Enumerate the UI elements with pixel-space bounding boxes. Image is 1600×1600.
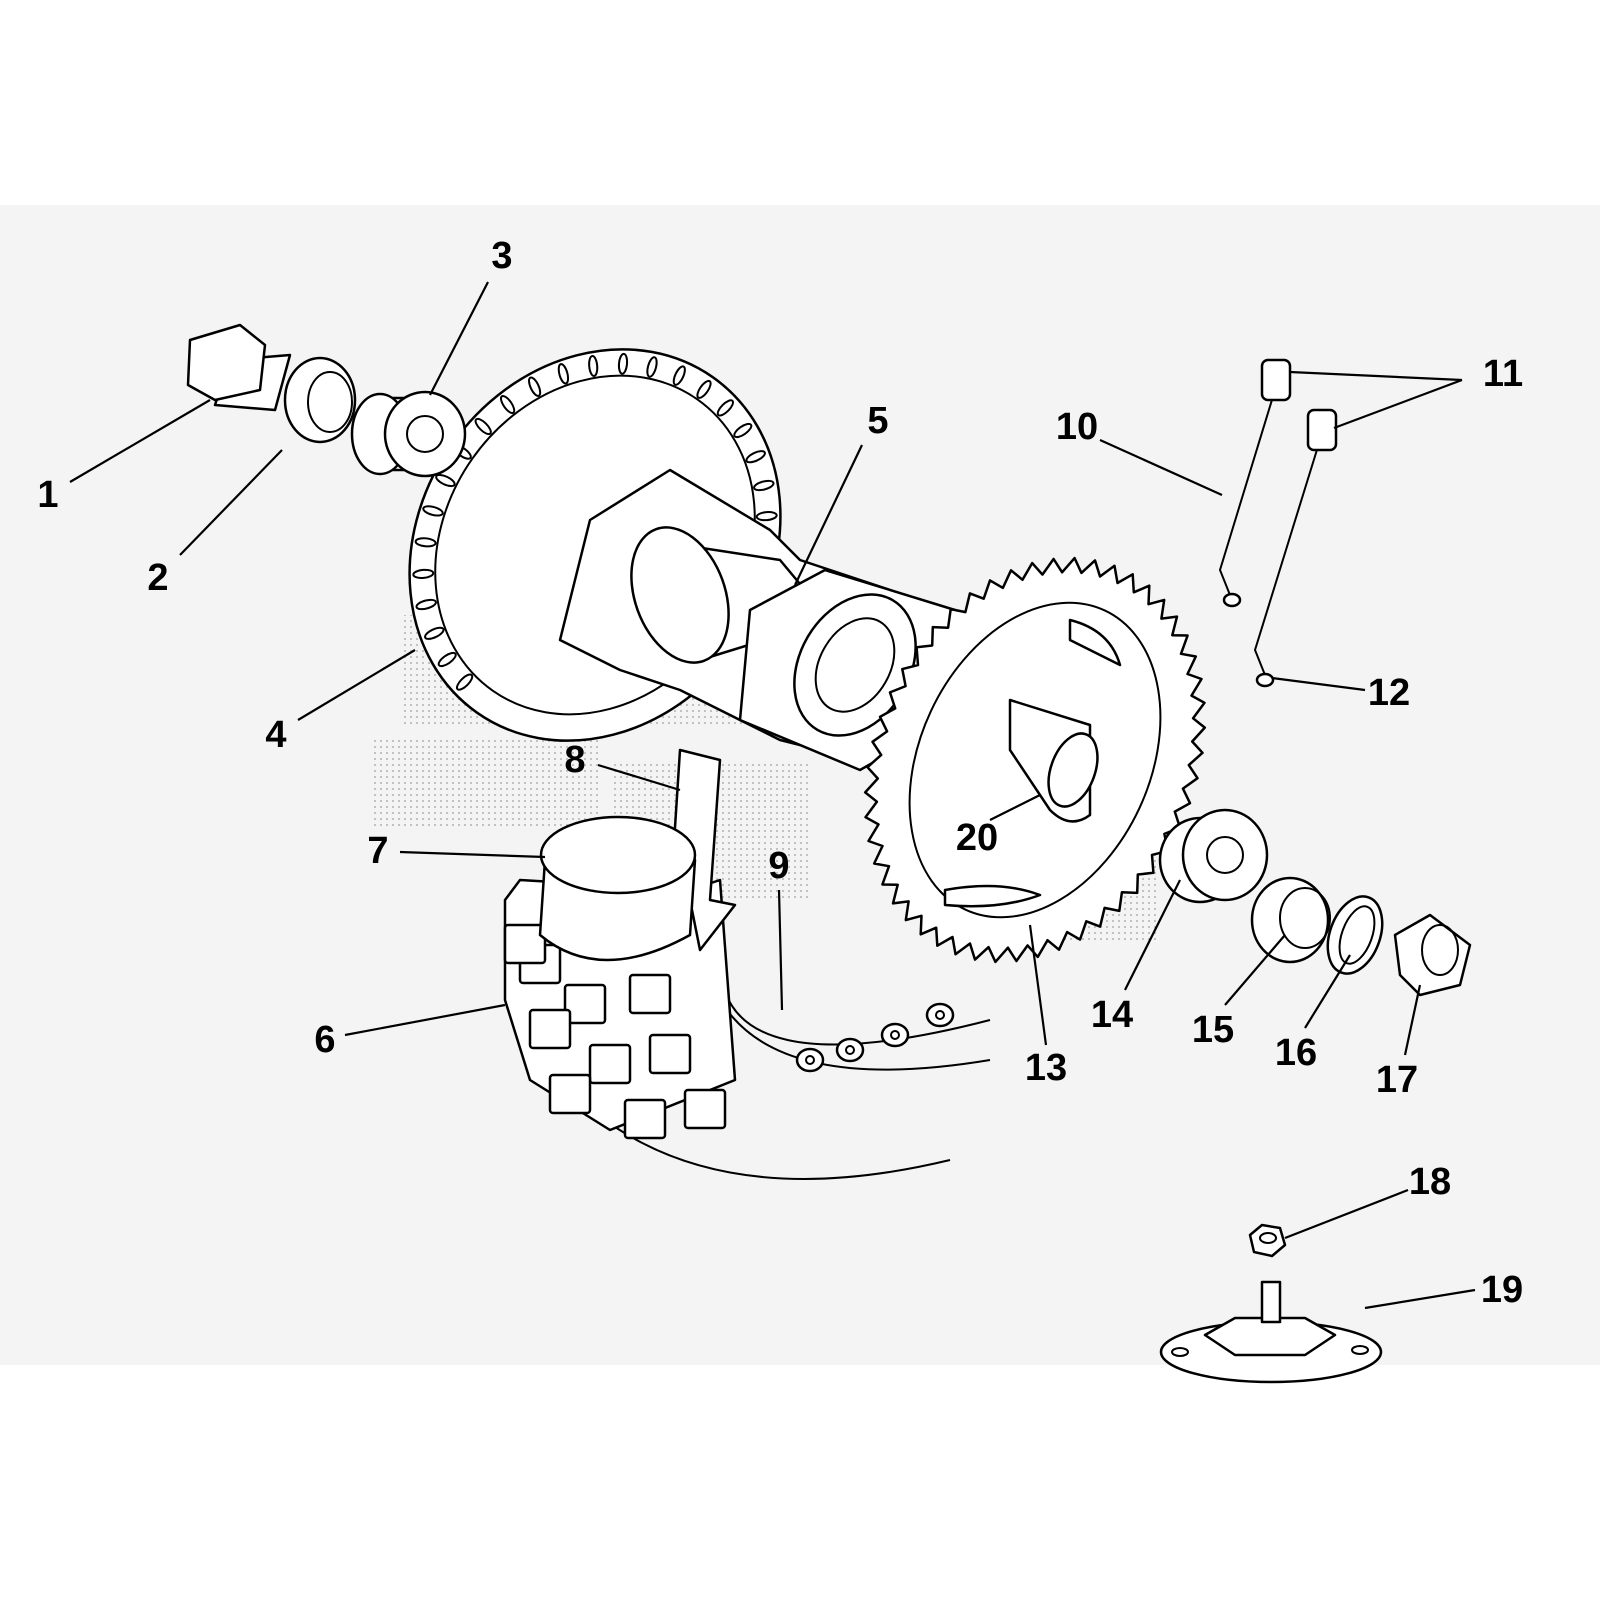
callout-18: 18	[1409, 1161, 1451, 1203]
disc-slot	[455, 673, 474, 691]
tire-tread-block	[648, 1033, 692, 1075]
tire-tread-block	[623, 1098, 667, 1140]
callout-13: 13	[1025, 1047, 1067, 1089]
leader-lines	[69, 281, 1476, 1310]
callout-3: 3	[491, 235, 512, 277]
tire-tread-block	[628, 973, 672, 1015]
callout-1: 1	[37, 474, 58, 516]
tire-tread-block	[548, 1073, 592, 1115]
callout-5: 5	[867, 400, 888, 442]
callout-12: 12	[1368, 672, 1410, 714]
disc-slot	[415, 598, 437, 611]
callout-9: 9	[768, 845, 789, 887]
axle-bolt	[186, 323, 292, 412]
callout-labels: 1 2 3 4 5 6 7 8 9 10 11 12 13 14 15 16 1…	[37, 235, 1523, 1311]
bearing-left	[350, 390, 467, 478]
disc-slot	[499, 394, 516, 415]
disc-slot	[437, 651, 457, 668]
seal-ring	[1326, 895, 1384, 975]
disc-slot	[424, 626, 445, 640]
callout-2: 2	[147, 557, 168, 599]
spoke-hole	[880, 1022, 910, 1048]
tire-tread-block	[563, 983, 607, 1025]
spoke-hole-center	[845, 1045, 855, 1055]
callout-17: 17	[1376, 1059, 1418, 1101]
disc-slot	[414, 537, 437, 548]
disc-slot	[474, 417, 492, 436]
axle-nut	[1393, 913, 1472, 997]
spoke-hole-center	[805, 1055, 815, 1065]
rim-lock	[1159, 1280, 1383, 1384]
callout-10: 10	[1056, 406, 1098, 448]
bearing-right	[1158, 808, 1269, 904]
callout-6: 6	[314, 1019, 335, 1061]
spoke-hole-center	[935, 1010, 945, 1020]
callout-16: 16	[1275, 1032, 1317, 1074]
spacer-left	[283, 356, 357, 444]
disc-slot	[646, 356, 658, 378]
callout-8: 8	[564, 739, 585, 781]
disc-slot	[528, 376, 542, 397]
disc-slot	[422, 505, 444, 517]
valve-nut	[1248, 1223, 1287, 1258]
inner-tube	[538, 815, 697, 962]
callout-4: 4	[265, 714, 286, 756]
tire-tread-block	[588, 1043, 632, 1085]
disc-slot	[588, 355, 599, 377]
disc-slot	[716, 399, 735, 417]
callout-19: 19	[1481, 1269, 1523, 1311]
callout-15: 15	[1192, 1009, 1234, 1051]
spoke-hole	[795, 1047, 825, 1073]
disc-slot	[412, 568, 435, 579]
spokes	[1218, 358, 1338, 688]
callout-7: 7	[367, 830, 388, 872]
callout-11: 11	[1483, 353, 1523, 395]
disc-slot	[696, 379, 712, 399]
sprocket	[863, 556, 1207, 964]
disc-slot	[745, 450, 766, 464]
disc-slot	[672, 365, 686, 386]
tire-tread-block	[528, 1008, 572, 1050]
callout-14: 14	[1091, 994, 1133, 1036]
disc-slot	[557, 363, 570, 385]
wheel-hub	[558, 468, 957, 772]
disc-slot	[435, 473, 456, 488]
disc-slot	[755, 511, 778, 522]
disc-slot	[753, 479, 775, 492]
tire-tread-block	[503, 923, 547, 965]
spoke-hole	[835, 1037, 865, 1063]
tire-tread-block	[683, 1088, 727, 1130]
spoke-hole	[925, 1002, 955, 1028]
rim-tape	[795, 1002, 955, 1073]
disc-slot	[617, 352, 629, 375]
disc-slot	[733, 422, 753, 439]
spacer-right	[1250, 876, 1331, 964]
spoke-hole-center	[890, 1030, 900, 1040]
callout-20: 20	[956, 817, 998, 859]
